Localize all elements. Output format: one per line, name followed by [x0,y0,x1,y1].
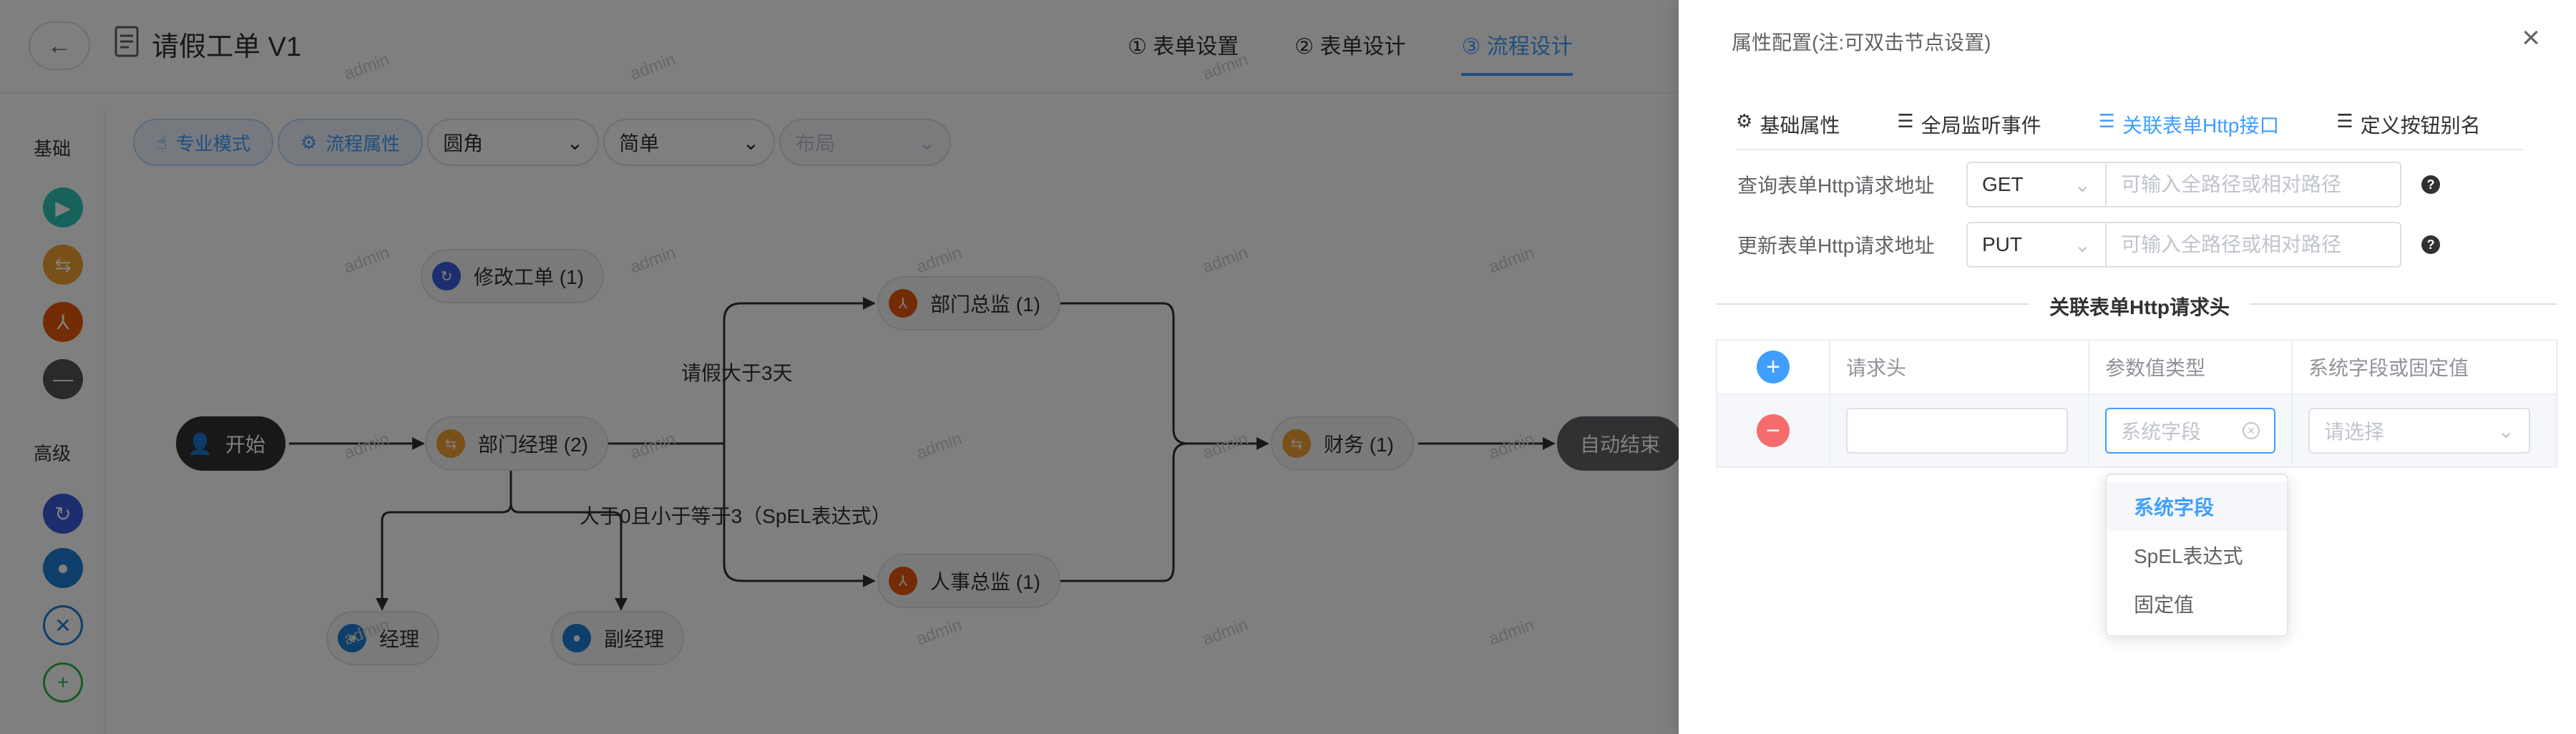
chevron-down-icon: ⌄ [2074,173,2091,196]
value-select[interactable]: 请选择 ⌄ [2308,408,2530,454]
chevron-down-icon: ⌄ [2497,419,2514,442]
table-cell: − [1717,395,1830,466]
update-url-row: 更新表单Http请求地址 PUT ⌄ ? [1737,222,2440,268]
tab-label: 全局监听事件 [1921,114,2041,137]
tab-global-listeners[interactable]: ☰ 全局监听事件 [1897,100,2041,149]
dropdown-option-system-field[interactable]: 系统字段 [2107,482,2287,531]
close-icon[interactable]: × [2522,20,2540,55]
query-method-value: GET [1982,173,2024,195]
headers-table: + 请求头 参数值类型 系统字段或固定值 − 系统字段 ✕ 请选择 ⌄ [1716,339,2557,468]
col-value: 系统字段或固定值 [2308,357,2469,379]
query-url-row: 查询表单Http请求地址 GET ⌄ ? [1737,162,2440,207]
sliders-icon: ☰ [2336,110,2353,132]
drawer-tabs: ⚙ 基础属性 ☰ 全局监听事件 ☰ 关联表单Http接口 ☰ 定义按钮别名 [1736,100,2523,150]
table-header-row: + 请求头 参数值类型 系统字段或固定值 [1717,341,2556,395]
tab-basic-props[interactable]: ⚙ 基础属性 [1736,100,1840,149]
col-type: 参数值类型 [2089,341,2293,393]
update-method-value: PUT [1982,233,2022,255]
gear-icon: ⚙ [1736,110,1753,132]
help-icon[interactable]: ? [2421,175,2440,194]
sliders-icon: ☰ [1897,110,1914,132]
query-url-label: 查询表单Http请求地址 [1737,175,1935,197]
add-row-icon[interactable]: + [1757,351,1790,383]
table-cell [1830,395,2089,466]
update-method-select[interactable]: PUT ⌄ [1966,222,2107,268]
tab-label: 基础属性 [1760,114,1840,137]
value-placeholder: 请选择 [2324,421,2385,443]
update-url-input[interactable] [2107,222,2401,268]
param-type-select[interactable]: 系统字段 ✕ [2105,408,2275,454]
update-url-label: 更新表单Http请求地址 [1737,235,1935,257]
dropdown-option-fixed[interactable]: 固定值 [2134,594,2195,616]
table-row: − 系统字段 ✕ 请选择 ⌄ [1717,395,2556,466]
section-title: 关联表单Http请求头 [2029,292,2250,320]
remove-row-icon[interactable]: − [1757,414,1790,447]
dropdown-option-spel[interactable]: SpEL表达式 [2134,545,2243,567]
col-header: 请求头 [1830,341,2089,393]
query-method-select[interactable]: GET ⌄ [1966,162,2107,207]
sliders-icon: ☰ [2098,110,2115,132]
param-type-dropdown: 系统字段 SpEL表达式 固定值 [2105,474,2288,637]
table-cell: 请选择 ⌄ [2293,395,2556,466]
tab-http-api[interactable]: ☰ 关联表单Http接口 [2099,100,2280,149]
drawer-title: 属性配置(注:可双击节点设置) [1732,31,1991,54]
header-name-input[interactable] [1846,408,2068,454]
param-type-placeholder: 系统字段 [2121,421,2202,443]
query-url-input[interactable] [2107,162,2401,207]
chevron-down-icon: ⌄ [2074,233,2091,256]
table-cell: 系统字段 ✕ [2089,395,2293,466]
tab-label: 关联表单Http接口 [2122,114,2280,137]
help-icon[interactable]: ? [2421,235,2440,254]
table-header-cell: + [1717,341,1830,393]
tab-button-alias[interactable]: ☰ 定义按钮别名 [2336,100,2480,149]
tab-label: 定义按钮别名 [2360,114,2481,137]
clear-icon[interactable]: ✕ [2243,422,2260,439]
